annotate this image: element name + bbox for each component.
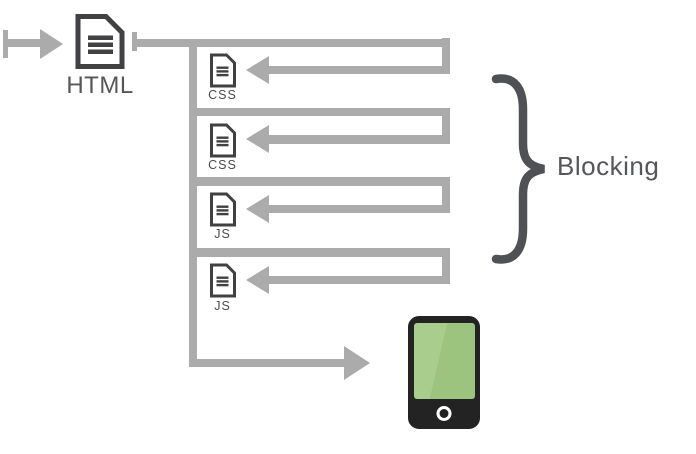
doc-text-line [216,70,228,73]
doc-text-line [216,143,228,146]
resource-document-icon-row3 [209,192,236,227]
resource-label-row3: JS [214,227,231,241]
brace-path [491,74,545,264]
html-label: HTML [66,72,134,99]
doc-text-line [216,73,228,77]
request-turn-line-row1 [441,38,450,74]
resource-label-row1: CSS [208,88,237,102]
resource-document-icon-row4 [209,263,236,298]
resource-label-row4: JS [214,298,231,313]
request-out-line-row3 [188,177,450,186]
request-out-line-row2 [188,107,450,116]
parser-timeline-line [188,38,197,367]
input-arrow-icon [40,28,63,59]
smartphone-icon [408,315,480,429]
doc-text-line [216,280,228,283]
resource-document-icon-row1 [209,53,236,88]
phone-home-button [436,405,452,421]
input-arrow-shaft [5,38,42,47]
response-arrow-icon-row4 [246,265,269,294]
html-document-icon [75,14,125,69]
request-turn-line-row4 [441,248,450,284]
curly-brace-icon [491,74,545,264]
doc-text-line [216,136,228,139]
blocking-label: Blocking [557,151,660,181]
doc-text-line [216,205,228,208]
resource-label-row2: CSS [208,157,237,172]
resource-document-icon-row2 [209,123,236,157]
doc-text-line [88,35,113,40]
render-arrow-icon [344,345,370,380]
doc-text-line [216,276,228,279]
doc-text-line [216,139,228,143]
phone-screen [413,322,475,399]
response-arrow-icon-row1 [246,55,269,84]
doc-text-line [216,66,228,69]
doc-text-line [88,42,113,47]
response-arrow-icon-row2 [246,125,269,153]
request-turn-line-row3 [441,177,450,213]
request-out-line-row4 [188,248,450,257]
response-line-row2 [266,135,450,144]
response-line-row4 [266,275,450,284]
response-line-row1 [266,65,450,74]
request-turn-line-row2 [441,107,450,144]
response-line-row3 [266,204,450,213]
doc-text-line [216,212,228,216]
doc-text-line [216,283,228,287]
request-out-line-row1 [134,38,450,47]
doc-text-line [216,209,228,212]
render-line [188,358,346,367]
doc-outline [75,14,125,69]
doc-text-line [88,49,113,54]
response-arrow-icon-row3 [246,194,269,223]
